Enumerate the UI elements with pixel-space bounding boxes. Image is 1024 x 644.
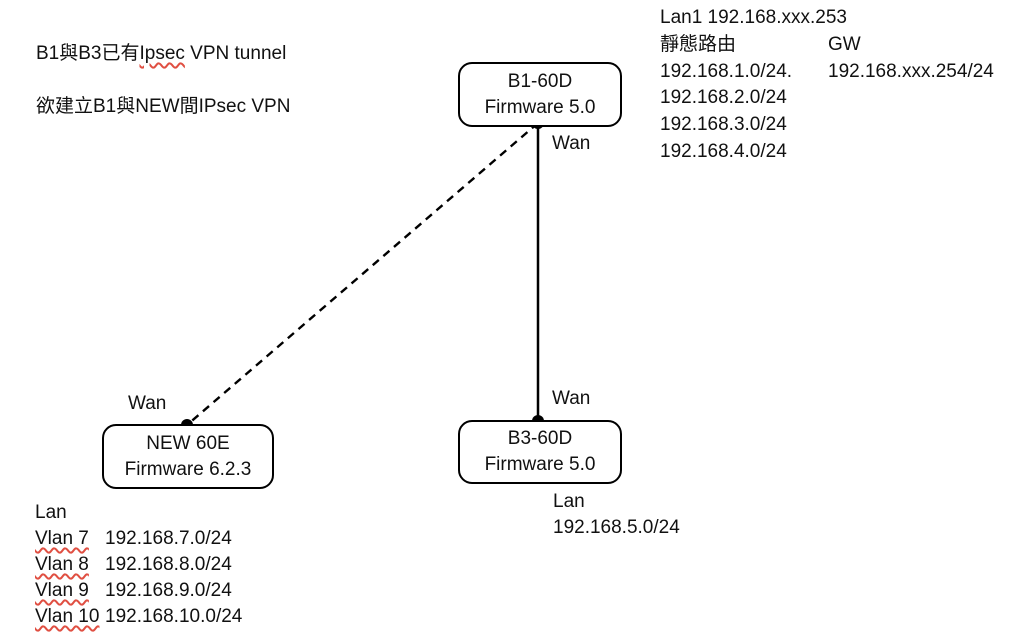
vlan-label: Vlan 7 xyxy=(35,528,89,549)
vpn-link-b1-new-dashed xyxy=(186,122,539,426)
vlan-subnet: 192.168.7.0/24 xyxy=(105,528,232,549)
vlan-subnet: 192.168.8.0/24 xyxy=(105,554,232,575)
b1-routing-info: Lan1 192.168.xxx.253 靜態路由 GW 192.168.1.0… xyxy=(660,5,994,166)
b3-lan-info: Lan 192.168.5.0/24 xyxy=(553,489,680,541)
node-b3-firmware: Firmware 5.0 xyxy=(484,454,596,475)
b1-route-row-3: 192.168.3.0/24 xyxy=(660,114,787,136)
b1-lan1-address: Lan1 192.168.xxx.253 xyxy=(660,7,847,28)
node-b3: B3-60D Firmware 5.0 xyxy=(458,420,622,484)
gw-value: 192.168.xxx.254/24 xyxy=(828,60,994,82)
node-new-name: NEW 60E xyxy=(146,432,230,454)
vlan-row: Vlan 9 192.168.9.0/24 xyxy=(35,578,242,604)
route-subnet: 192.168.1.0/24. xyxy=(660,60,793,82)
note-existing-pre: B1與B3已有 xyxy=(36,43,140,64)
b1-static-route-header-row: 靜態路由 GW xyxy=(660,32,861,59)
gw-header: GW xyxy=(828,33,861,55)
node-new: NEW 60E Firmware 6.2.3 xyxy=(102,424,274,489)
b1-route-row-2: 192.168.2.0/24 xyxy=(660,87,787,109)
note-existing-tunnel: B1與B3已有Ipsec VPN tunnel xyxy=(36,38,286,65)
b1-wan-label: Wan xyxy=(552,133,591,154)
node-b1: B1-60D Firmware 5.0 xyxy=(458,62,622,127)
vlan-row: Vlan 7 192.168.7.0/24 xyxy=(35,526,242,552)
b1-route-row-4: 192.168.4.0/24 xyxy=(660,140,787,162)
b1-route-row-1: 192.168.1.0/24. 192.168.xxx.254/24 xyxy=(660,59,994,86)
vlan-subnet: 192.168.10.0/24 xyxy=(105,606,243,627)
vlan-label: Vlan 10 xyxy=(35,606,100,627)
new-lan-info: Lan Vlan 7 192.168.7.0/24 Vlan 8 192.168.8… xyxy=(35,500,242,630)
b3-lan-label: Lan xyxy=(553,491,585,512)
node-b1-firmware: Firmware 5.0 xyxy=(484,96,596,118)
new-lan-header: Lan xyxy=(35,502,67,523)
node-new-firmware: Firmware 6.2.3 xyxy=(124,458,252,480)
b3-wan-label: Wan xyxy=(552,388,591,409)
vlan-row: Vlan 8 192.168.8.0/24 xyxy=(35,552,242,578)
note-existing-misspelled-word: Ipsec xyxy=(139,43,185,64)
vlan-label: Vlan 9 xyxy=(35,580,89,601)
node-b3-name: B3-60D xyxy=(507,428,573,449)
node-b1-name: B1-60D xyxy=(507,70,573,92)
b3-lan-subnet: 192.168.5.0/24 xyxy=(553,517,680,538)
new-wan-label: Wan xyxy=(128,393,167,414)
note-goal: 欲建立B1與NEW間IPsec VPN xyxy=(36,96,291,117)
note-existing-post: VPN tunnel xyxy=(184,43,287,64)
vlan-subnet: 192.168.9.0/24 xyxy=(105,580,232,601)
vlan-label: Vlan 8 xyxy=(35,554,89,575)
static-route-header: 靜態路由 xyxy=(660,33,737,55)
